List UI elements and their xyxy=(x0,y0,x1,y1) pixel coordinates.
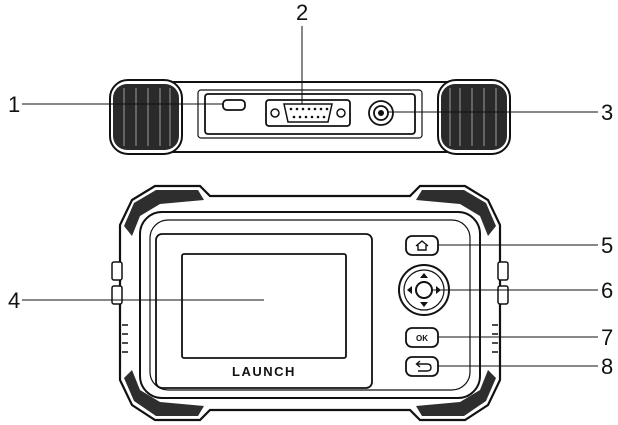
top-left-bumper xyxy=(110,80,182,154)
power-button xyxy=(369,101,393,125)
callout-7: 7 xyxy=(601,325,613,350)
ok-label: OK xyxy=(416,334,428,343)
usb-port xyxy=(223,100,245,110)
callout-1: 1 xyxy=(8,92,20,117)
brand-label: LAUNCH xyxy=(232,364,296,379)
callout-8: 8 xyxy=(601,354,613,379)
device-top-view xyxy=(110,80,510,154)
db15-connector xyxy=(266,100,350,126)
callout-6: 6 xyxy=(601,278,613,303)
callout-4: 4 xyxy=(8,288,20,313)
home-button xyxy=(406,236,438,255)
callout-3: 3 xyxy=(601,100,613,125)
back-button xyxy=(406,357,438,376)
callout-2: 2 xyxy=(296,0,308,25)
display-screen xyxy=(182,254,346,358)
ok-button: OK xyxy=(406,328,438,347)
top-right-bumper xyxy=(438,80,510,154)
device-front-view: LAUNCH OK xyxy=(112,186,508,420)
callout-5: 5 xyxy=(601,233,613,258)
